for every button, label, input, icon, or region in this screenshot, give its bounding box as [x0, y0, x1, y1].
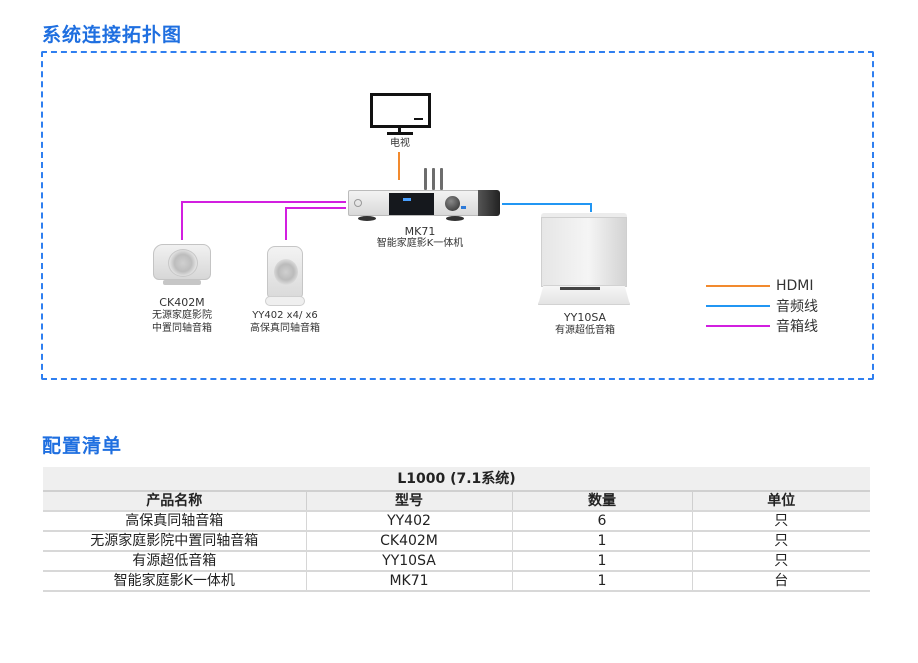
cell-model: YY402 — [306, 511, 513, 532]
cell-product-name: 无源家庭影院中置同轴音箱 — [43, 531, 307, 552]
audio-swatch — [706, 305, 770, 307]
yy402-speaker-image — [265, 246, 305, 308]
legend-speaker: 音箱线 — [706, 317, 818, 335]
column-header-unit: 单位 — [692, 491, 871, 512]
cell-model: YY10SA — [306, 551, 513, 572]
cell-quantity: 1 — [512, 551, 693, 572]
table-row: 高保真同轴音箱 YY402 6 只 — [43, 511, 871, 532]
ck402m-speaker-image — [153, 244, 211, 286]
ck402m-name-line2: 中置同轴音箱 — [152, 323, 212, 334]
mk71-model: MK71 — [404, 225, 436, 238]
table-row: 有源超低音箱 YY10SA 1 只 — [43, 551, 871, 572]
cell-unit: 台 — [692, 571, 871, 592]
cell-model: CK402M — [306, 531, 513, 552]
mk71-name: 智能家庭影K一体机 — [376, 238, 464, 249]
column-header-product-name: 产品名称 — [43, 491, 307, 512]
table-row: 智能家庭影K一体机 MK71 1 台 — [43, 571, 871, 592]
yy10sa-model: YY10SA — [563, 311, 607, 324]
yy10sa-subwoofer-image — [538, 213, 630, 307]
cell-unit: 只 — [692, 551, 871, 572]
yy402-name: 高保真同轴音箱 — [250, 323, 320, 334]
cell-product-name: 高保真同轴音箱 — [43, 511, 307, 532]
tv-icon — [370, 93, 431, 135]
cell-unit: 只 — [692, 511, 871, 532]
topology-title: 系统连接拓扑图 — [42, 24, 183, 46]
legend-speaker-label: 音箱线 — [776, 319, 818, 335]
ck402m-name-line1: 无源家庭影院 — [152, 310, 212, 321]
cell-product-name: 智能家庭影K一体机 — [43, 571, 307, 592]
mk71-device-image — [348, 168, 500, 222]
column-header-model: 型号 — [306, 491, 513, 512]
cell-product-name: 有源超低音箱 — [43, 551, 307, 572]
ck402m-model: CK402M — [159, 296, 205, 309]
tv-label: 电视 — [390, 138, 410, 149]
column-header-quantity: 数量 — [512, 491, 693, 512]
cell-quantity: 1 — [512, 571, 693, 592]
speaker-swatch — [706, 325, 770, 327]
cell-quantity: 1 — [512, 531, 693, 552]
topology-diagram-frame — [41, 51, 874, 380]
config-title: 配置清单 — [42, 435, 123, 457]
config-table: L1000 (7.1系统) 产品名称 型号 数量 单位 高保真同轴音箱 YY40… — [43, 467, 871, 592]
table-row: 无源家庭影院中置同轴音箱 CK402M 1 只 — [43, 531, 871, 552]
legend-hdmi: HDMI — [706, 277, 814, 295]
cell-unit: 只 — [692, 531, 871, 552]
legend-audio-label: 音频线 — [776, 299, 818, 315]
legend-hdmi-label: HDMI — [776, 278, 814, 294]
yy10sa-name: 有源超低音箱 — [555, 325, 615, 336]
yy402-model: YY402 x4/ x6 — [252, 310, 318, 321]
table-title: L1000 (7.1系统) — [43, 467, 871, 492]
legend-audio: 音频线 — [706, 297, 818, 315]
cell-model: MK71 — [306, 571, 513, 592]
cell-quantity: 6 — [512, 511, 693, 532]
hdmi-swatch — [706, 285, 770, 287]
